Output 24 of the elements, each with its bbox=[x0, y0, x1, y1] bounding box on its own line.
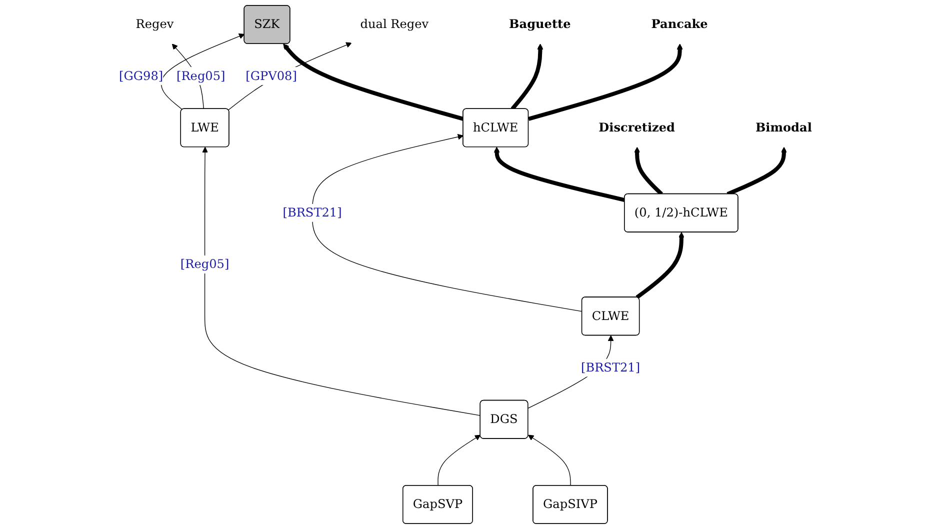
node-text: dual Regev bbox=[360, 17, 429, 32]
edge-label: [Reg05] bbox=[180, 257, 230, 272]
arrow bbox=[528, 44, 683, 121]
arrow bbox=[312, 134, 582, 312]
node-text: Discretized bbox=[598, 120, 675, 135]
node-text: Baguette bbox=[509, 17, 571, 32]
node-text: Regev bbox=[136, 17, 174, 32]
edge-label: [GPV08] bbox=[246, 69, 297, 84]
arrow bbox=[228, 42, 352, 110]
arrow bbox=[528, 434, 571, 486]
node-text: Bimodal bbox=[755, 120, 812, 135]
arrow bbox=[510, 44, 544, 110]
arrow bbox=[634, 146, 663, 196]
edge-label: [BRST21] bbox=[581, 360, 640, 375]
arrow bbox=[438, 434, 481, 486]
edge-label: [GG98] bbox=[119, 69, 164, 84]
node-text: Pancake bbox=[651, 17, 708, 32]
arrow bbox=[283, 44, 464, 121]
edge-label: [BRST21] bbox=[282, 206, 342, 220]
arrow bbox=[202, 146, 481, 416]
arrow bbox=[636, 232, 684, 300]
arrow bbox=[726, 146, 787, 196]
edge-label: [Reg05] bbox=[176, 69, 226, 84]
arrow bbox=[494, 146, 626, 202]
